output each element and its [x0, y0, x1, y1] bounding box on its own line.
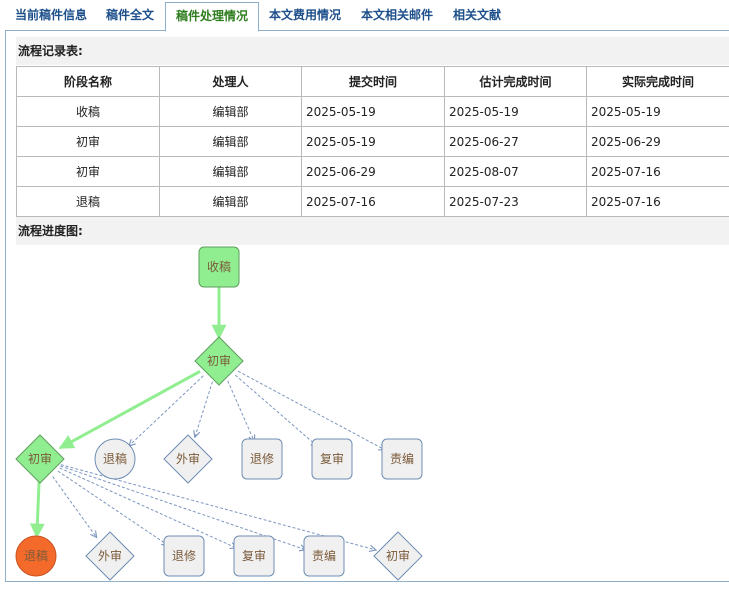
cell-handler: 编辑部: [159, 96, 302, 127]
flow-node-review2_external: 外审: [85, 531, 135, 581]
cell-actual: 2025-05-19: [586, 96, 729, 127]
option-edge-review1-to-review1_reject: [129, 375, 204, 446]
option-edge-review1-to-review1_recheck: [234, 374, 317, 446]
flow-node-receive: 收稿: [198, 246, 240, 288]
processing-panel: 流程记录表: 阶段名称 处理人 提交时间 估计完成时间 实际完成时间 收稿 编辑…: [5, 31, 729, 582]
column-header-stage: 阶段名称: [16, 66, 160, 97]
flow-node-review2_recheck: 复审: [233, 535, 275, 577]
flow-node-review2_revise: 退修: [163, 535, 205, 577]
node-label: 退修: [172, 548, 196, 563]
record-table-title: 流程记录表:: [16, 37, 729, 65]
node-label: 初审: [207, 353, 231, 368]
progress-diagram-title: 流程进度图:: [16, 217, 729, 245]
node-shape-rounded: [233, 535, 275, 577]
node-label: 外审: [98, 548, 122, 563]
cell-stage: 初审: [16, 126, 160, 157]
node-label: 外审: [176, 451, 200, 466]
node-shape-diamond: [194, 336, 244, 386]
node-label: 复审: [242, 548, 266, 563]
table-header-row: 阶段名称 处理人 提交时间 估计完成时间 实际完成时间: [16, 66, 729, 97]
tab-related-emails[interactable]: 本文相关邮件: [361, 8, 434, 22]
node-shape-rounded: [311, 438, 353, 480]
column-header-actual: 实际完成时间: [586, 66, 729, 97]
option-edge-review2-to-review2_revise: [57, 470, 168, 545]
cell-stage: 收稿: [16, 96, 160, 127]
node-label: 责编: [390, 451, 414, 466]
node-label: 初审: [386, 548, 410, 563]
tab-references[interactable]: 相关文献: [453, 8, 502, 22]
node-label: 退修: [250, 451, 274, 466]
tab-full-text[interactable]: 稿件全文: [106, 8, 155, 22]
node-shape-circle: [94, 438, 136, 480]
flow-node-reject: 退稿: [15, 535, 57, 577]
node-label: 退稿: [103, 451, 127, 466]
node-shape-rounded: [381, 438, 423, 480]
node-label: 初审: [28, 451, 52, 466]
cell-estimated: 2025-07-23: [444, 186, 587, 217]
cell-estimated: 2025-06-27: [444, 126, 587, 157]
option-edge-review2-to-review2_external: [52, 476, 97, 538]
node-shape-diamond: [15, 434, 65, 484]
cell-stage: 退稿: [16, 186, 160, 217]
tab-manuscript-info[interactable]: 当前稿件信息: [15, 8, 88, 22]
node-shape-diamond: [163, 434, 213, 484]
column-header-estimated: 估计完成时间: [444, 66, 587, 97]
node-label: 退稿: [24, 548, 48, 563]
path-edge-review2-to-reject: [29, 480, 45, 539]
path-edge-review1-to-review2: [58, 370, 201, 450]
flow-node-review1_external: 外审: [163, 434, 213, 484]
node-shape-circle: [15, 535, 57, 577]
flow-node-review1_revise: 退修: [241, 438, 283, 480]
column-header-submitted: 提交时间: [301, 66, 445, 97]
cell-submitted: 2025-05-19: [301, 96, 445, 127]
flow-node-review1_recheck: 复审: [311, 438, 353, 480]
flow-node-review1: 初审: [194, 336, 244, 386]
flow-node-review2_review: 初审: [373, 531, 423, 581]
node-shape-rounded: [163, 535, 205, 577]
cell-actual: 2025-07-16: [586, 156, 729, 187]
node-label: 复审: [320, 451, 344, 466]
flow-node-review1_reject: 退稿: [94, 438, 136, 480]
flow-node-review1_editor: 责编: [381, 438, 423, 480]
cell-handler: 编辑部: [159, 126, 302, 157]
cell-submitted: 2025-07-16: [301, 186, 445, 217]
flow-record-table: 阶段名称 处理人 提交时间 估计完成时间 实际完成时间 收稿 编辑部 2025-…: [16, 66, 729, 217]
cell-actual: 2025-07-16: [586, 186, 729, 217]
node-shape-diamond: [373, 531, 423, 581]
node-shape-diamond: [85, 531, 135, 581]
tab-bar: 当前稿件信息 稿件全文 稿件处理情况 本文费用情况 本文相关邮件 相关文献: [5, 0, 729, 32]
tab-processing-status[interactable]: 稿件处理情况: [165, 2, 260, 32]
option-edge-review1-to-review1_editor: [237, 370, 385, 450]
option-edge-review1-to-review1_external: [195, 381, 213, 438]
option-edge-review1-to-review1_revise: [227, 380, 255, 442]
node-shape-rounded: [303, 535, 345, 577]
column-header-handler: 处理人: [159, 66, 302, 97]
flow-node-review2: 初审: [15, 434, 65, 484]
node-shape-rounded: [241, 438, 283, 480]
option-edge-review2-to-review2_recheck: [59, 467, 237, 548]
cell-submitted: 2025-05-19: [301, 126, 445, 157]
flow-node-review2_editor: 责编: [303, 535, 345, 577]
node-label: 责编: [312, 548, 336, 563]
table-row: 收稿 编辑部 2025-05-19 2025-05-19 2025-05-19: [16, 96, 729, 127]
node-shape-rounded: [198, 246, 240, 288]
tab-fees[interactable]: 本文费用情况: [269, 8, 342, 22]
node-label: 收稿: [207, 259, 231, 274]
table-row: 退稿 编辑部 2025-07-16 2025-07-23 2025-07-16: [16, 186, 729, 217]
table-row: 初审 编辑部 2025-05-19 2025-06-27 2025-06-29: [16, 126, 729, 157]
